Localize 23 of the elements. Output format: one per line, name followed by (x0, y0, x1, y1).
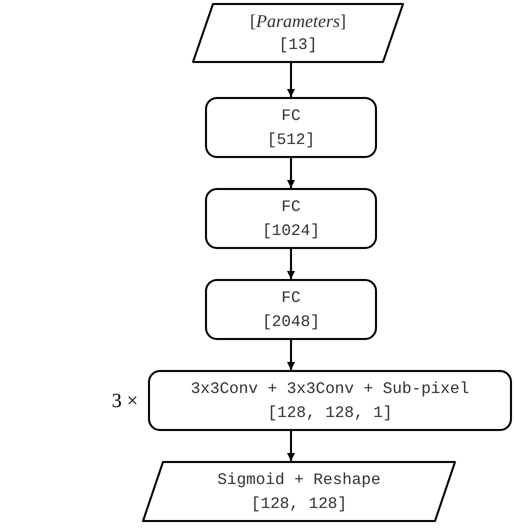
io-parallelogram (192, 3, 404, 63)
node-label: [128, 128, 1] (268, 402, 392, 424)
arrow (287, 249, 295, 279)
io-parallelogram (142, 461, 456, 522)
node-label: [1024] (262, 220, 320, 242)
node-label: Sigmoid + Reshape (217, 470, 381, 490)
node-label: [13] (278, 35, 318, 56)
node-label: [2048] (262, 312, 320, 332)
node-label: 3x3Conv + 3x3Conv + Sub-pixel (190, 378, 470, 400)
arrow (287, 63, 295, 97)
process-box (205, 279, 377, 340)
node-label: [512] (266, 130, 315, 150)
node-label: FC (281, 196, 301, 218)
process-box (205, 97, 377, 158)
repeat-label: 3 × (112, 388, 138, 414)
node-label: FC (281, 106, 301, 126)
node-label: [128, 128] (250, 494, 347, 514)
arrow (287, 340, 295, 370)
node-label: FC (281, 288, 301, 308)
arrow (287, 431, 295, 461)
process-box (205, 188, 377, 249)
node-label: [Parameters] (250, 10, 346, 33)
arrow (287, 158, 295, 188)
